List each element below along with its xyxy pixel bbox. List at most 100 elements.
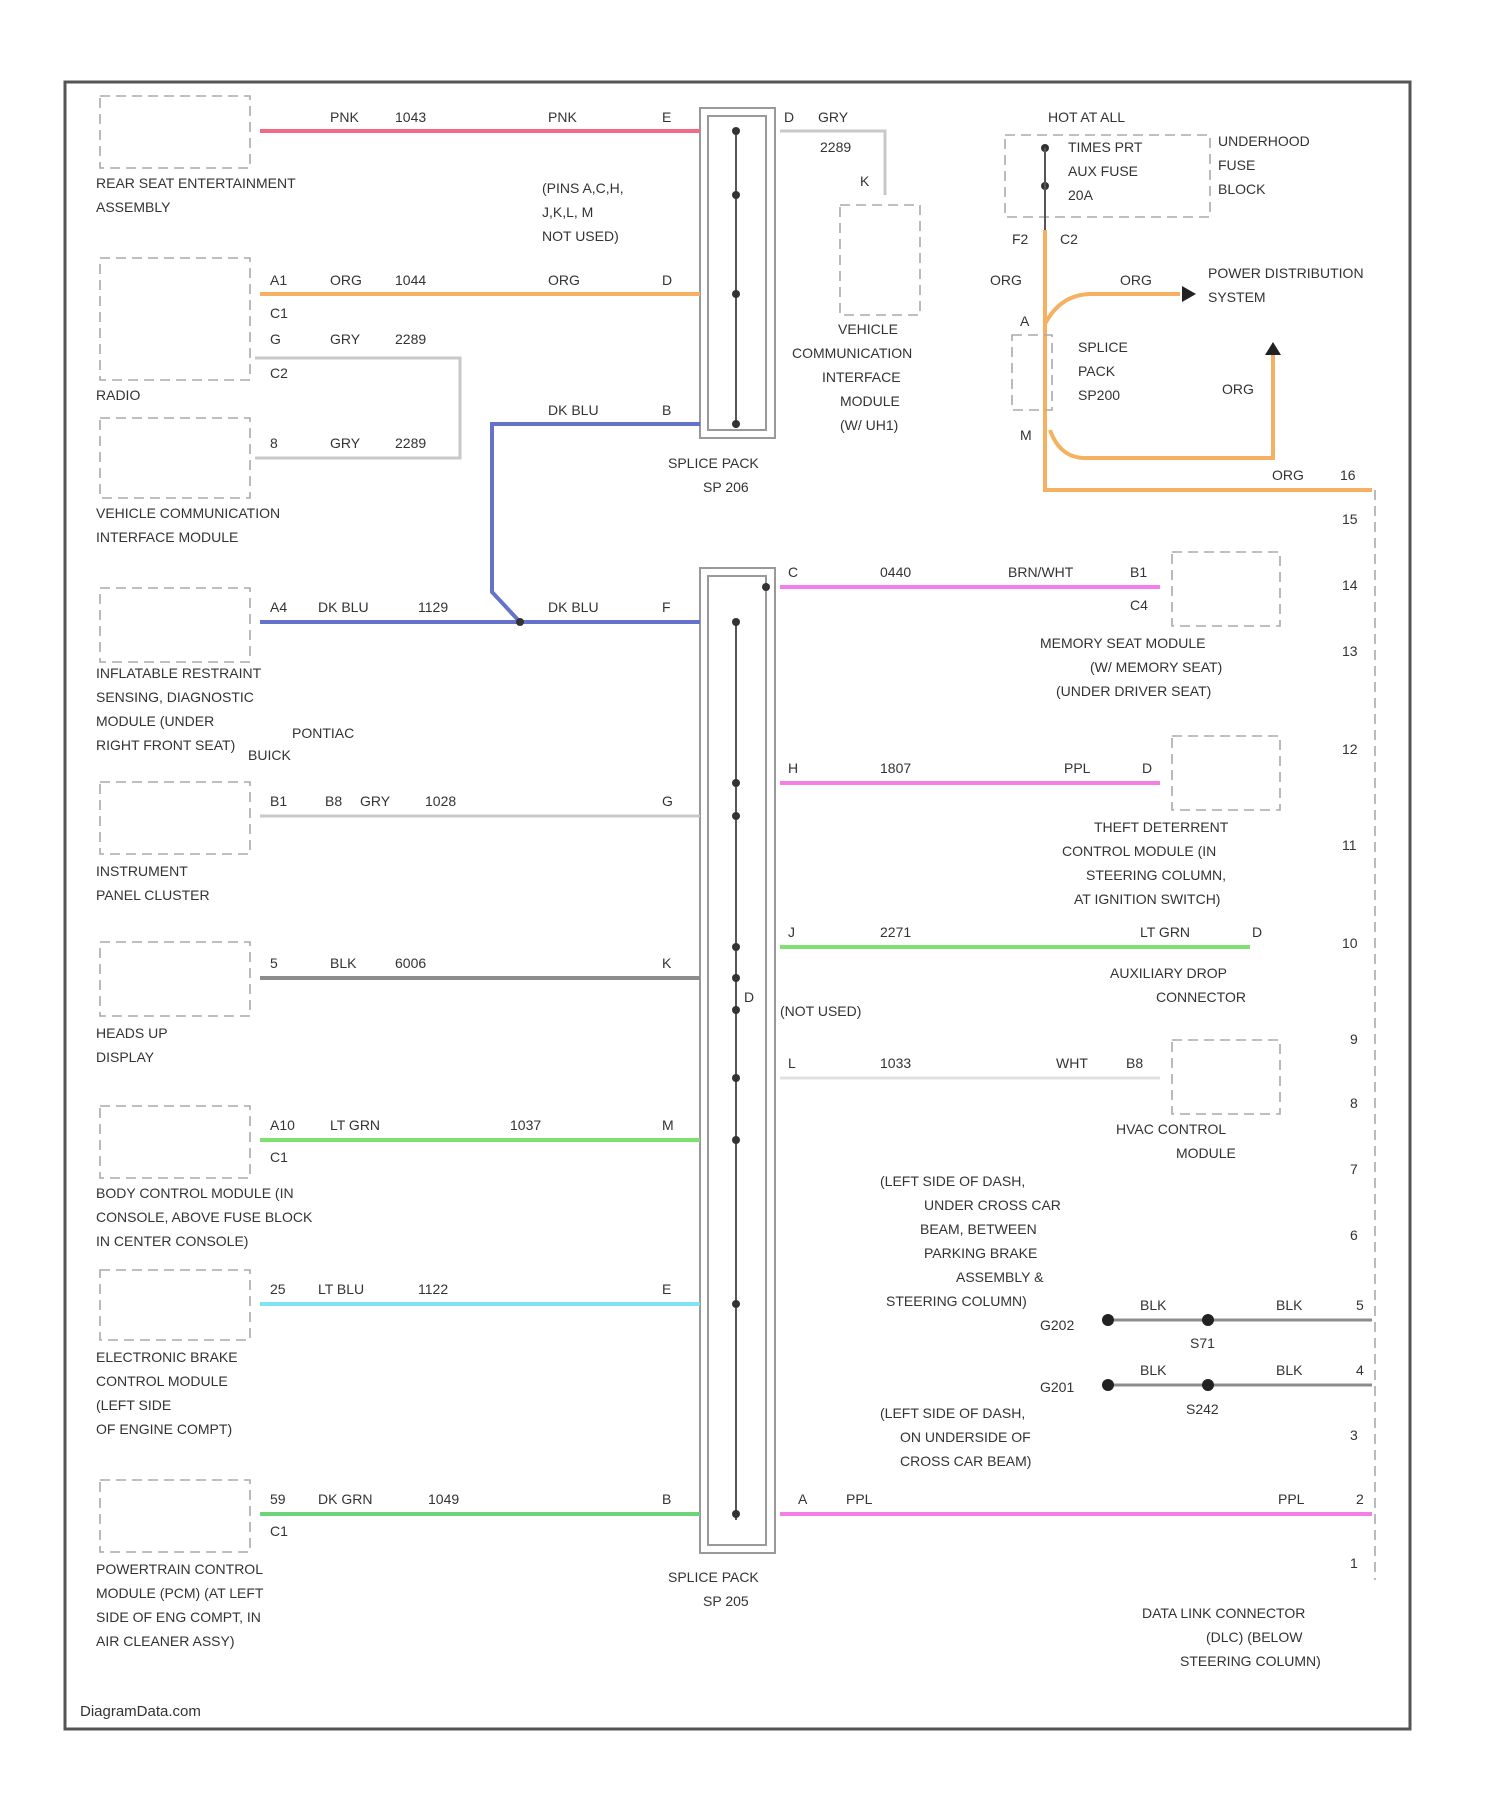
sp200-pin-m: M — [1020, 427, 1032, 443]
vcim-top-label-1: VEHICLE — [838, 321, 898, 337]
rear-seat-label-1: REAR SEAT ENTERTAINMENT — [96, 175, 296, 191]
pcm-label-4: AIR CLEANER ASSY) — [96, 1633, 235, 1649]
bcm-pin: A10 — [270, 1117, 295, 1133]
pcm-box — [100, 1480, 250, 1552]
bcm-splice-pin: M — [662, 1117, 674, 1133]
ebcm-label-3: (LEFT SIDE — [96, 1397, 171, 1413]
vcim-top-label-2: COMMUNICATION — [792, 345, 912, 361]
vcim-top-pin-d: D — [784, 109, 794, 125]
theft-pin-h: H — [788, 760, 798, 776]
hud-label-1: HEADS UP — [96, 1025, 168, 1041]
wire-org-power — [1045, 294, 1180, 324]
hvac-pin-b8: B8 — [1126, 1055, 1143, 1071]
aux-pin-j: J — [788, 924, 795, 940]
dlc-pin-15: 15 — [1342, 511, 1358, 527]
radio-box — [100, 258, 250, 380]
aux-wire: LT GRN — [1140, 924, 1190, 940]
wire-dk-blu-top — [492, 424, 700, 622]
memory-label-2: (W/ MEMORY SEAT) — [1090, 659, 1222, 675]
ppl-pin-a: A — [798, 1491, 808, 1507]
theft-label-2: CONTROL MODULE (IN — [1062, 843, 1216, 859]
vcim-top-pin-k: K — [860, 173, 870, 189]
not-used-label: (NOT USED) — [780, 1003, 861, 1019]
dk-blu-top-pin: B — [662, 402, 671, 418]
g202-label-4: PARKING BRAKE — [924, 1245, 1037, 1261]
pcm-label-2: MODULE (PCM) (AT LEFT — [96, 1585, 264, 1601]
g201-wire-l: BLK — [1140, 1362, 1167, 1378]
splice-pack-top — [700, 108, 775, 438]
fuse-fuse-1: AUX FUSE — [1068, 163, 1138, 179]
ebcm-splice-pin: E — [662, 1281, 671, 1297]
org-dlc-label: ORG — [1272, 467, 1304, 483]
s71-dot — [1202, 1314, 1214, 1326]
ebcm-label-4: OF ENGINE COMPT) — [96, 1421, 232, 1437]
ipc-pin-b8: B8 — [325, 793, 342, 809]
splice-bottom-name-1: SPLICE PACK — [668, 1569, 759, 1585]
g201-s: S242 — [1186, 1401, 1219, 1417]
hvac-label-1: HVAC CONTROL — [1116, 1121, 1226, 1137]
ebcm-circuit: 1122 — [418, 1281, 448, 1297]
g202-label-1: (LEFT SIDE OF DASH, — [880, 1173, 1025, 1189]
g202-dot — [1102, 1314, 1114, 1326]
dlc-pin-11: 11 — [1342, 837, 1357, 853]
ipc-circuit: 1028 — [425, 793, 456, 809]
theft-label-4: AT IGNITION SWITCH) — [1074, 891, 1220, 907]
radio-gry: GRY — [330, 331, 361, 347]
airbag-label-3: MODULE (UNDER — [96, 713, 214, 729]
dk-blu-top-wire: DK BLU — [548, 402, 599, 418]
ipc-label-1: INSTRUMENT — [96, 863, 188, 879]
vcim-left-wire: GRY — [330, 435, 361, 451]
pcm-circuit: 1049 — [428, 1491, 459, 1507]
dlc-pin-16: 16 — [1340, 467, 1356, 483]
ipc-box — [100, 782, 250, 854]
fuse-hot-2: TIMES PRT — [1068, 139, 1143, 155]
vcim-left-label-2: INTERFACE MODULE — [96, 529, 238, 545]
radio-org-circuit: 1044 — [395, 272, 426, 288]
aux-label-2: CONNECTOR — [1156, 989, 1246, 1005]
pcm-label-1: POWERTRAIN CONTROL — [96, 1561, 263, 1577]
hvac-circuit: 1033 — [880, 1055, 911, 1071]
org-left-label: ORG — [990, 272, 1022, 288]
ppl-wire-l: PPL — [846, 1491, 873, 1507]
g201-id: G201 — [1040, 1379, 1074, 1395]
vcim-top-circuit: 2289 — [820, 139, 851, 155]
pcm-wire: DK GRN — [318, 1491, 372, 1507]
memory-pin-b1: B1 — [1130, 564, 1147, 580]
dlc-label-2: (DLC) (BELOW — [1206, 1629, 1303, 1645]
memory-label-3: (UNDER DRIVER SEAT) — [1056, 683, 1211, 699]
ipc-wire: GRY — [360, 793, 391, 809]
airbag-pin: A4 — [270, 599, 287, 615]
radio-label: RADIO — [96, 387, 140, 403]
bcm-label-3: IN CENTER CONSOLE) — [96, 1233, 248, 1249]
splice-dots — [516, 127, 770, 1518]
g202-wire-r: BLK — [1276, 1297, 1303, 1313]
ipc-splice-pin: G — [662, 793, 673, 809]
ppl-wire-r: PPL — [1278, 1491, 1305, 1507]
airbag-label-4: RIGHT FRONT SEAT) — [96, 737, 235, 753]
splice-pack-bottom — [700, 568, 775, 1553]
hvac-pin-l: L — [788, 1055, 796, 1071]
vcim-left-pin: 8 — [270, 435, 278, 451]
aux-circuit: 2271 — [880, 924, 911, 940]
theft-label-1: THEFT DETERRENT — [1094, 819, 1229, 835]
ipc-pin-b1: B1 — [270, 793, 287, 809]
g202-label-5: ASSEMBLY & — [956, 1269, 1044, 1285]
ebcm-wire: LT BLU — [318, 1281, 364, 1297]
bcm-box — [100, 1106, 250, 1178]
vcim-left-label-1: VEHICLE COMMUNICATION — [96, 505, 280, 521]
pins-note-3: NOT USED) — [542, 228, 619, 244]
ppl-pin-2: 2 — [1356, 1491, 1364, 1507]
pnk-splice-pin: E — [662, 109, 671, 125]
vcim-top-label-5: (W/ UH1) — [840, 417, 898, 433]
radio-c1: C1 — [270, 305, 288, 321]
power-arrow-right — [1182, 286, 1196, 302]
hud-box — [100, 942, 250, 1016]
rear-seat-box — [100, 96, 250, 168]
bcm-c1: C1 — [270, 1149, 288, 1165]
sp200-label-3: SP200 — [1078, 387, 1120, 403]
org-up-label: ORG — [1222, 381, 1254, 397]
dlc-pin-7: 7 — [1350, 1161, 1358, 1177]
pcm-c1: C1 — [270, 1523, 288, 1539]
airbag-wire: DK BLU — [318, 599, 369, 615]
vcim-top-box — [840, 205, 920, 315]
